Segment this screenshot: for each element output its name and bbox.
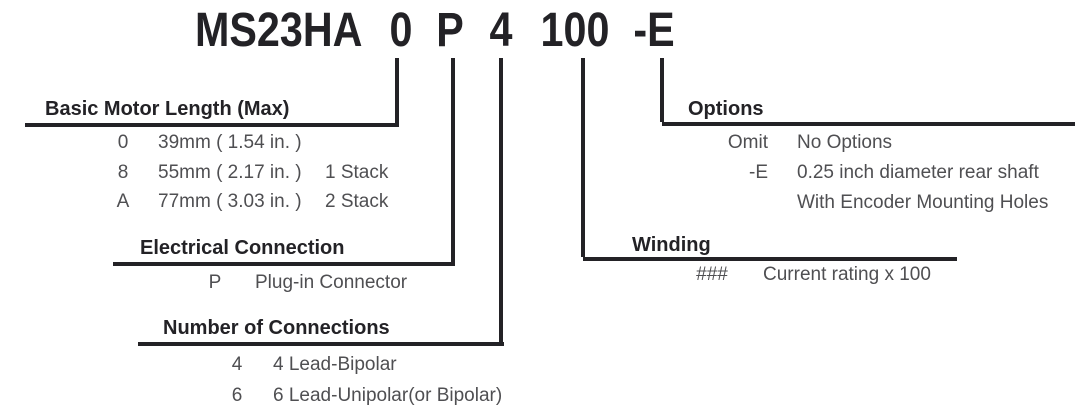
section-title-winding: Winding bbox=[632, 234, 711, 256]
section-title-electrical-connection: Electrical Connection bbox=[140, 237, 345, 259]
option-row: ### Current rating x 100 bbox=[690, 265, 931, 285]
option-row: A 77mm ( 3.03 in. ) 2 Stack bbox=[105, 191, 389, 212]
part-number-length-code: 0 bbox=[389, 4, 413, 57]
section-underline-winding bbox=[583, 257, 957, 261]
option-row: 4 4 Lead-Bipolar bbox=[222, 355, 397, 375]
option-note: 1 Stack bbox=[325, 162, 389, 183]
part-number-winding-code: 100 bbox=[540, 4, 610, 57]
option-code: A bbox=[116, 191, 130, 212]
option-code: 4 bbox=[231, 354, 243, 375]
part-number-connection-code: P bbox=[436, 4, 464, 57]
part-number-leads-code: 4 bbox=[489, 4, 513, 57]
option-description: With Encoder Mounting Holes bbox=[797, 192, 1049, 213]
option-description: 6 Lead-Unipolar(or Bipolar) bbox=[273, 385, 503, 406]
connector-line-options bbox=[660, 58, 664, 122]
option-row: 8 55mm ( 2.17 in. ) 1 Stack bbox=[105, 162, 389, 183]
option-description: 77mm ( 3.03 in. ) bbox=[158, 191, 302, 212]
option-note: 2 Stack bbox=[325, 191, 389, 212]
section-underline-electrical-connection bbox=[113, 262, 455, 266]
option-row: With Encoder Mounting Holes bbox=[700, 193, 1048, 213]
connector-line-electrical-connection bbox=[451, 58, 455, 262]
connector-line-winding bbox=[581, 58, 585, 257]
option-code: -E bbox=[749, 162, 768, 183]
option-code: ### bbox=[696, 264, 728, 285]
option-row: Omit No Options bbox=[700, 133, 892, 153]
section-title-number-of-connections: Number of Connections bbox=[163, 317, 390, 339]
connector-line-motor-length bbox=[395, 58, 399, 123]
option-code: Omit bbox=[727, 132, 768, 153]
section-underline-number-of-connections bbox=[138, 342, 504, 346]
section-underline-basic-motor-length bbox=[25, 123, 399, 127]
section-underline-options bbox=[662, 122, 1075, 126]
part-number-model-prefix: MS23HA bbox=[195, 4, 363, 57]
connector-line-number-of-connections bbox=[499, 58, 503, 342]
option-row: 0 39mm ( 1.54 in. ) bbox=[105, 133, 302, 153]
option-code: 0 bbox=[117, 132, 129, 153]
option-code: 6 bbox=[231, 385, 243, 406]
section-title-basic-motor-length: Basic Motor Length (Max) bbox=[45, 98, 290, 120]
option-description: 4 Lead-Bipolar bbox=[273, 354, 397, 375]
option-description: Current rating x 100 bbox=[763, 264, 931, 285]
option-description: Plug-in Connector bbox=[255, 272, 408, 293]
option-description: 0.25 inch diameter rear shaft bbox=[797, 162, 1039, 183]
option-code: 8 bbox=[117, 162, 129, 183]
option-row: P Plug-in Connector bbox=[200, 273, 407, 293]
section-title-options: Options bbox=[688, 98, 764, 120]
option-description: 39mm ( 1.54 in. ) bbox=[158, 132, 302, 153]
option-code: P bbox=[208, 272, 222, 293]
option-description: 55mm ( 2.17 in. ) bbox=[158, 162, 302, 183]
option-description: No Options bbox=[797, 132, 893, 153]
part-number-options-code: -E bbox=[633, 4, 675, 57]
option-row: -E 0.25 inch diameter rear shaft bbox=[700, 163, 1039, 183]
option-row: 6 6 Lead-Unipolar(or Bipolar) bbox=[222, 386, 502, 406]
